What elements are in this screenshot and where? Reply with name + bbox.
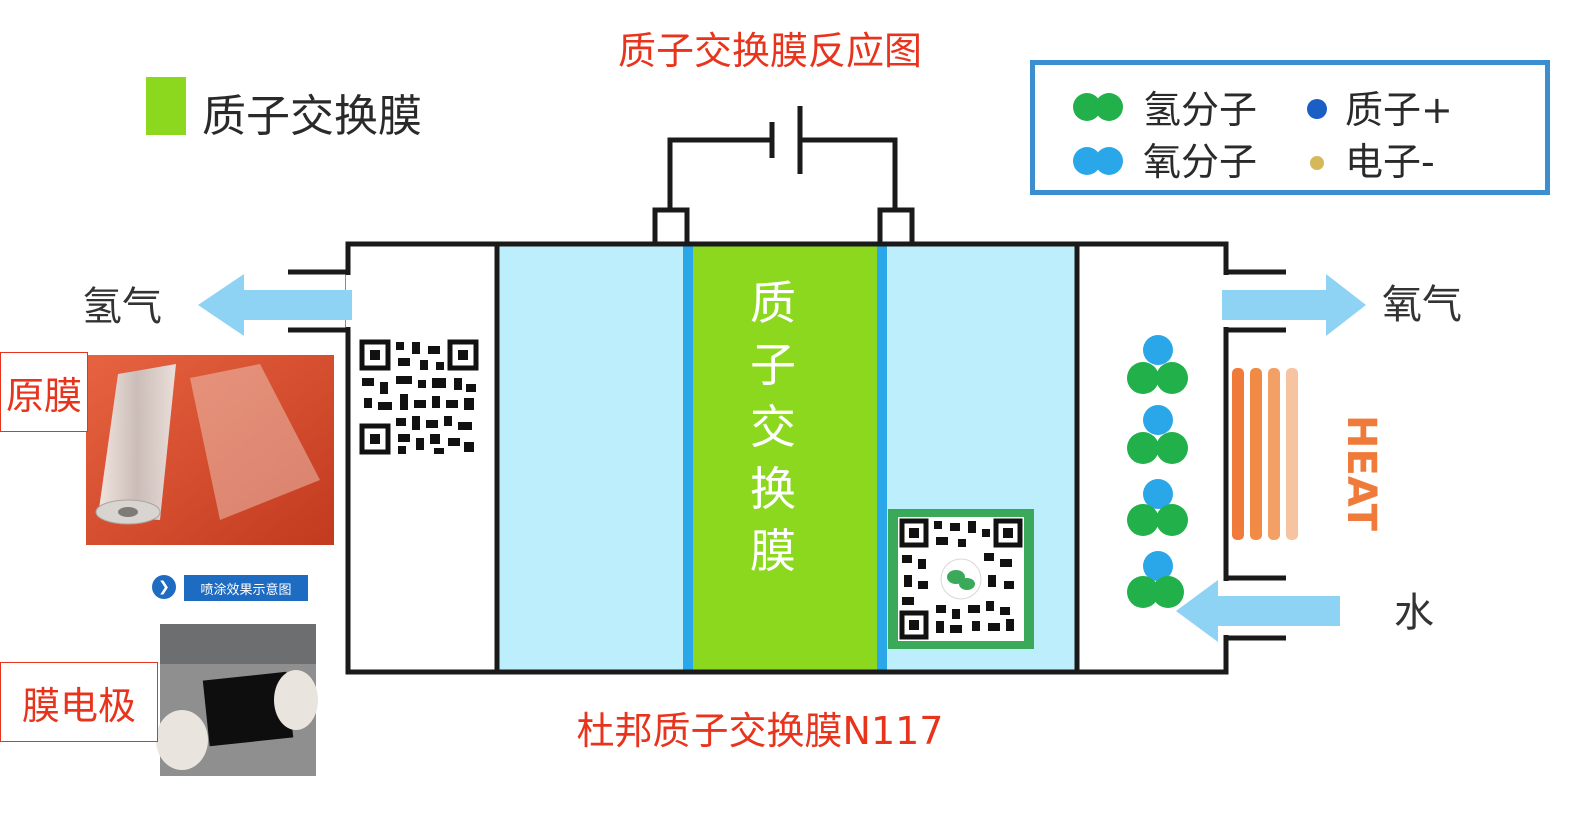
- left-electrode-strip: [683, 244, 693, 672]
- membrane-legend-swatch: [146, 77, 186, 135]
- water-molecule-icon: [1127, 551, 1184, 608]
- water-molecule-icon: [1127, 479, 1188, 536]
- water-inlet-arrow: [1176, 580, 1340, 642]
- membrane-band: [693, 244, 877, 672]
- membrane-vertical-label: 质 子 交 换 膜: [728, 272, 818, 582]
- legend-electron-label: 电子-: [1345, 140, 1435, 184]
- proton-icon: [1307, 99, 1327, 119]
- membrane-char: 交: [750, 400, 796, 454]
- raw-membrane-photo: [86, 355, 334, 545]
- left-chamber: [497, 244, 683, 672]
- water-molecule-icon: [1127, 405, 1188, 464]
- membrane-char: 换: [750, 462, 796, 516]
- vessel-outline: [288, 241, 1286, 675]
- right-electrode-strip: [877, 244, 887, 672]
- hydrogen-molecule-icon: [1073, 93, 1123, 121]
- legend-hydrogen-label: 氢分子: [1143, 88, 1258, 132]
- anode-terminal: [652, 207, 690, 247]
- membrane-char: 膜: [750, 524, 796, 578]
- oxygen-outlet-arrow: [1222, 274, 1366, 336]
- membrane-electrode-photo: [156, 624, 318, 776]
- membrane-legend-label: 质子交换膜: [202, 91, 422, 142]
- qr-code-icon: [358, 338, 482, 458]
- spray-effect-button[interactable]: 喷涂效果示意图: [184, 575, 308, 601]
- membrane-electrode-label: 膜电极: [0, 662, 158, 742]
- hydrogen-gas-label: 氢气: [82, 284, 162, 330]
- water-label: 水: [1394, 590, 1434, 636]
- legend-oxygen-label: 氧分子: [1143, 140, 1258, 184]
- diagram-title: 质子交换膜反应图: [617, 29, 922, 73]
- electron-icon: [1310, 156, 1324, 170]
- heat-coils-icon: [1232, 368, 1298, 540]
- water-molecule-icon: [1127, 335, 1188, 394]
- membrane-char: 子: [750, 338, 796, 392]
- product-caption: 杜邦质子交换膜N117: [576, 709, 944, 753]
- cathode-terminal: [877, 207, 915, 247]
- legend-proton-label: 质子+: [1345, 88, 1453, 132]
- heat-label: HEAT: [1338, 415, 1384, 531]
- circuit-wire: [667, 137, 898, 212]
- membrane-char: 质: [750, 276, 796, 330]
- water-molecules: [1127, 335, 1188, 608]
- battery-icon: [769, 106, 803, 174]
- oxygen-gas-label: 氧气: [1382, 282, 1462, 328]
- oxygen-molecule-icon: [1073, 147, 1123, 175]
- particle-legend: 氢分子 质子+ 氧分子 电子-: [1030, 60, 1550, 195]
- chevron-right-icon[interactable]: ❯: [152, 575, 176, 599]
- raw-membrane-label: 原膜: [0, 352, 88, 432]
- hydrogen-outlet-arrow: [198, 274, 352, 336]
- wechat-qr-code-icon: [888, 509, 1034, 649]
